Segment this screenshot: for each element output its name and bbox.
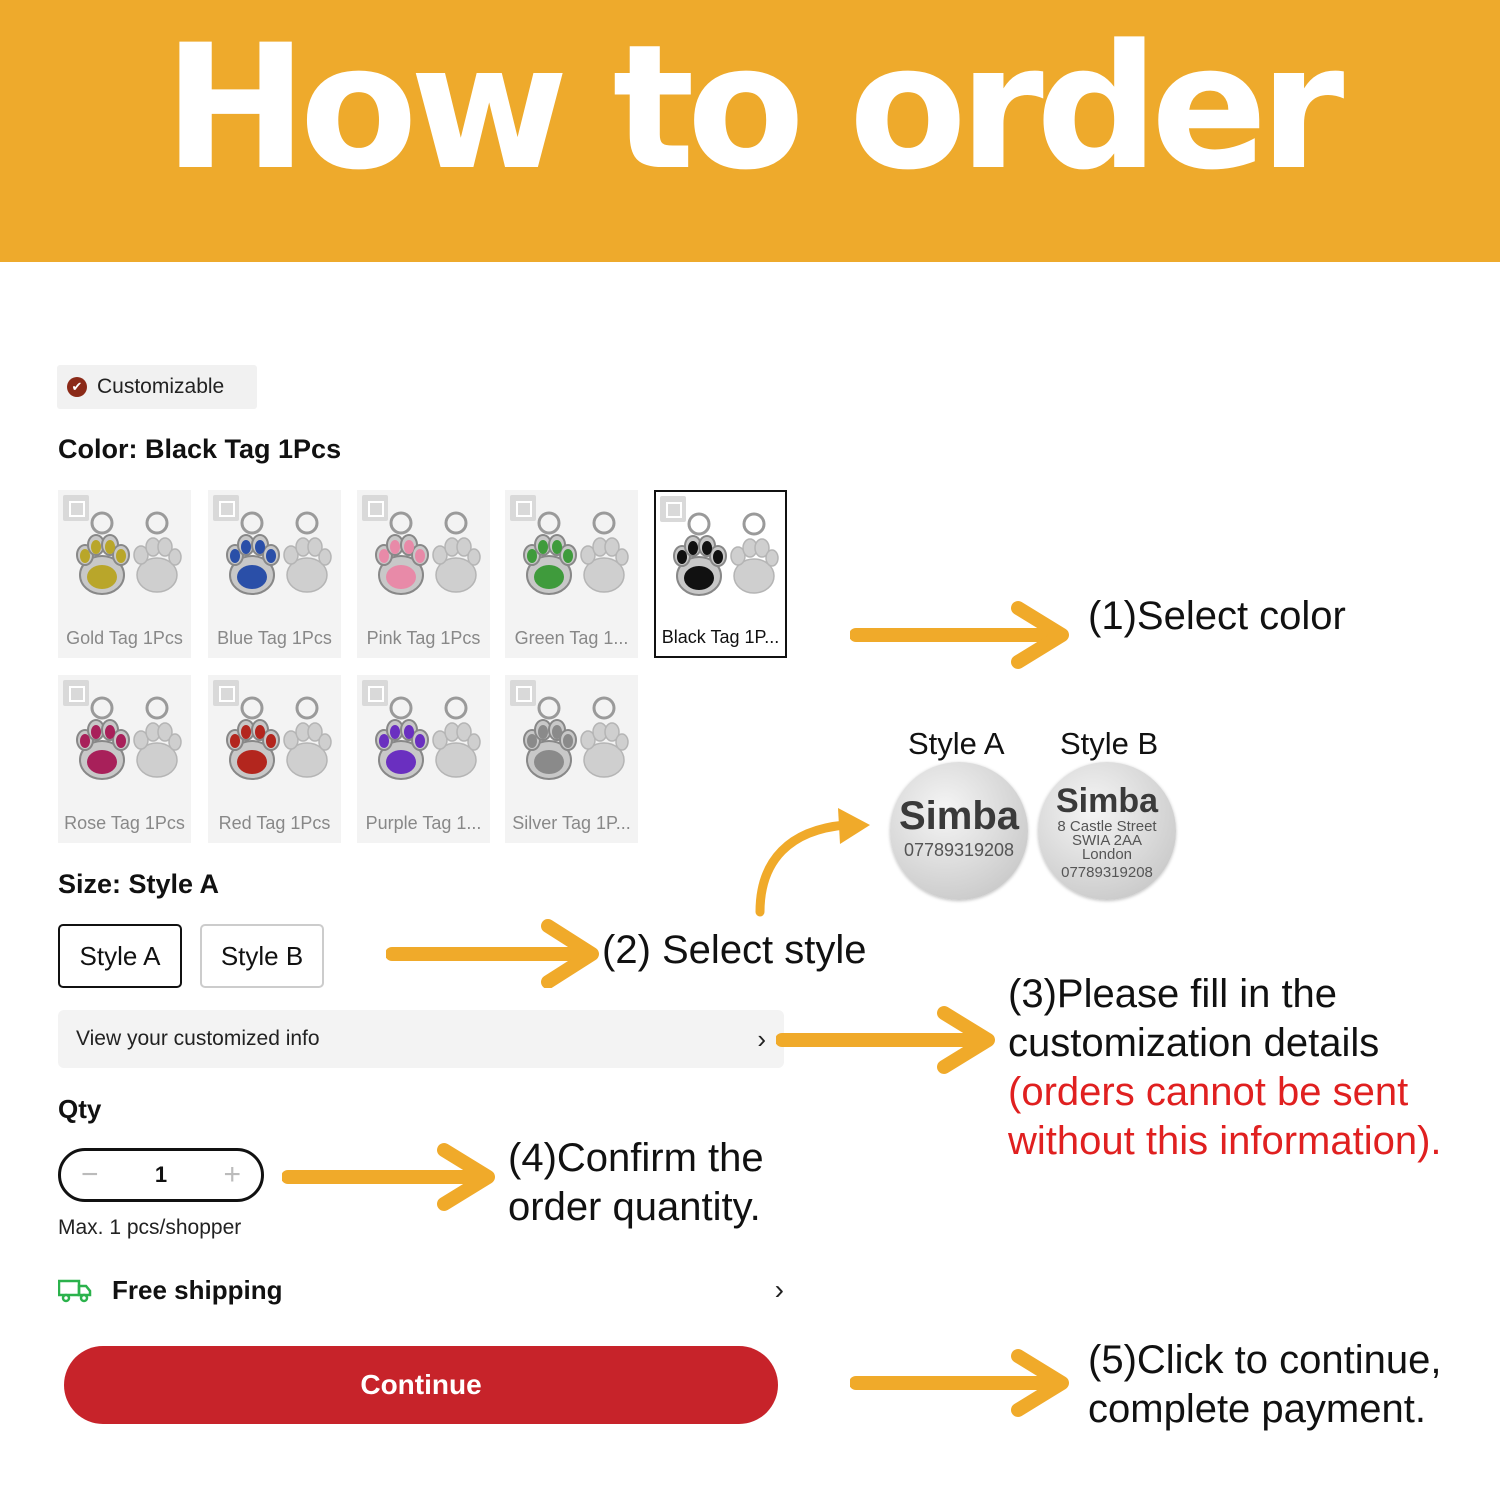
customizable-label: Customizable: [97, 375, 225, 398]
free-shipping-label: Free shipping: [112, 1274, 283, 1305]
arrow-step3-icon: [776, 1006, 995, 1074]
callout-step2: (2) Select style: [602, 928, 867, 972]
color-swatch-label: Rose Tag 1Pcs: [64, 813, 185, 833]
callout-step3-line1: (3)Please fill in the: [1008, 972, 1338, 1016]
increment-button[interactable]: +: [223, 1158, 241, 1191]
decrement-button[interactable]: −: [81, 1158, 99, 1191]
check-badge-icon: ✔: [67, 377, 87, 397]
color-swatch[interactable]: Gold Tag 1Pcs: [58, 490, 191, 658]
style-b-tag-name: Simba: [1055, 782, 1159, 820]
continue-button[interactable]: Continue: [64, 1346, 778, 1424]
callout-step3-warning1: (orders cannot be sent: [1008, 1070, 1409, 1114]
style-b-tag-line3: London: [1081, 846, 1133, 863]
image-icon: [362, 680, 388, 706]
image-icon: [510, 495, 536, 521]
paw-tag-icon: [673, 512, 779, 596]
paw-tag-icon: [226, 511, 332, 595]
arrow-step5-icon: [850, 1349, 1069, 1417]
color-heading: Color: Black Tag 1Pcs: [58, 434, 342, 464]
image-icon: [63, 680, 89, 706]
style-a-preview-tag: Simba 07789319208: [890, 762, 1028, 900]
color-swatch[interactable]: Purple Tag 1...: [357, 675, 490, 843]
style-b-preview-label: Style B: [1060, 726, 1159, 761]
color-swatch-label: Blue Tag 1Pcs: [217, 628, 332, 648]
color-swatch-label: Pink Tag 1Pcs: [366, 628, 481, 648]
paw-tag-icon: [523, 511, 629, 595]
view-customized-info-label: View your customized info: [76, 1027, 320, 1050]
style-b-preview-tag: Simba 8 Castle Street SWIA 2AA London 07…: [1038, 762, 1176, 900]
callout-step5-line2: complete payment.: [1088, 1387, 1426, 1431]
qty-heading: Qty: [58, 1094, 102, 1124]
style-a-tag-phone: 07789319208: [903, 840, 1015, 860]
customizable-badge: ✔ Customizable: [57, 365, 257, 409]
arrow-curved-icon: [755, 808, 870, 917]
color-swatch[interactable]: Rose Tag 1Pcs: [58, 675, 191, 843]
arrow-step1-icon: [850, 601, 1069, 669]
image-icon: [660, 496, 686, 522]
truck-icon: [58, 1279, 92, 1303]
paw-tag-icon: [76, 696, 182, 780]
color-swatch[interactable]: Black Tag 1P...: [654, 490, 787, 658]
paw-tag-icon: [375, 696, 481, 780]
image-icon: [213, 495, 239, 521]
image-icon: [362, 495, 388, 521]
style-b-button[interactable]: Style B: [200, 924, 324, 988]
free-shipping-row[interactable]: Free shipping ›: [58, 1268, 784, 1312]
paw-tag-icon: [226, 696, 332, 780]
color-swatch-label: Silver Tag 1P...: [512, 813, 631, 833]
chevron-right-icon: ›: [757, 1023, 766, 1054]
style-b-tag-phone: 07789319208: [1061, 864, 1153, 881]
max-quantity-note: Max. 1 pcs/shopper: [58, 1216, 242, 1239]
header-banner: How to order: [0, 0, 1500, 262]
arrow-step4-icon: [282, 1143, 495, 1211]
callout-step5: (5)Click to continue, complete payment.: [1088, 1336, 1441, 1434]
quantity-stepper: − 1 +: [58, 1148, 264, 1202]
view-customized-info-row[interactable]: View your customized info ›: [58, 1010, 784, 1068]
page-title: How to order: [163, 7, 1345, 208]
callout-step4: (4)Confirm the order quantity.: [508, 1134, 764, 1232]
style-a-button[interactable]: Style A: [58, 924, 182, 988]
style-b-tag-line2: SWIA 2AA: [1071, 832, 1143, 849]
color-swatch-label: Black Tag 1P...: [661, 627, 780, 647]
color-swatch[interactable]: Silver Tag 1P...: [505, 675, 638, 843]
color-swatch[interactable]: Blue Tag 1Pcs: [208, 490, 341, 658]
callout-step5-line1: (5)Click to continue,: [1088, 1338, 1442, 1382]
paw-tag-icon: [523, 696, 629, 780]
style-a-preview-label: Style A: [908, 726, 1005, 761]
color-swatch-label: Purple Tag 1...: [365, 813, 482, 833]
image-icon: [213, 680, 239, 706]
style-b-tag-line1: 8 Castle Street: [1057, 818, 1157, 835]
quantity-value[interactable]: 1: [154, 1162, 168, 1187]
callout-step4-line2: order quantity.: [508, 1185, 761, 1229]
arrow-step2-icon: [386, 919, 599, 988]
image-icon: [510, 680, 536, 706]
paw-tag-icon: [76, 511, 182, 595]
color-swatch[interactable]: Green Tag 1...: [505, 490, 638, 658]
callout-step3: (3)Please fill in the customization deta…: [1008, 970, 1442, 1166]
image-icon: [63, 495, 89, 521]
callout-step3-warning2: without this information).: [1008, 1119, 1442, 1163]
size-heading: Size: Style A: [58, 869, 220, 899]
style-a-tag-name: Simba: [898, 794, 1020, 838]
chevron-right-icon: ›: [774, 1274, 784, 1305]
color-swatch-label: Gold Tag 1Pcs: [66, 628, 183, 648]
color-swatch[interactable]: Pink Tag 1Pcs: [357, 490, 490, 658]
callout-step4-line1: (4)Confirm the: [508, 1136, 764, 1180]
color-swatch[interactable]: Red Tag 1Pcs: [208, 675, 341, 843]
paw-tag-icon: [375, 511, 481, 595]
callout-step1: (1)Select color: [1088, 594, 1346, 638]
color-swatch-label: Red Tag 1Pcs: [218, 813, 331, 833]
color-swatch-label: Green Tag 1...: [514, 628, 629, 648]
callout-step3-line2: customization details: [1008, 1021, 1380, 1065]
